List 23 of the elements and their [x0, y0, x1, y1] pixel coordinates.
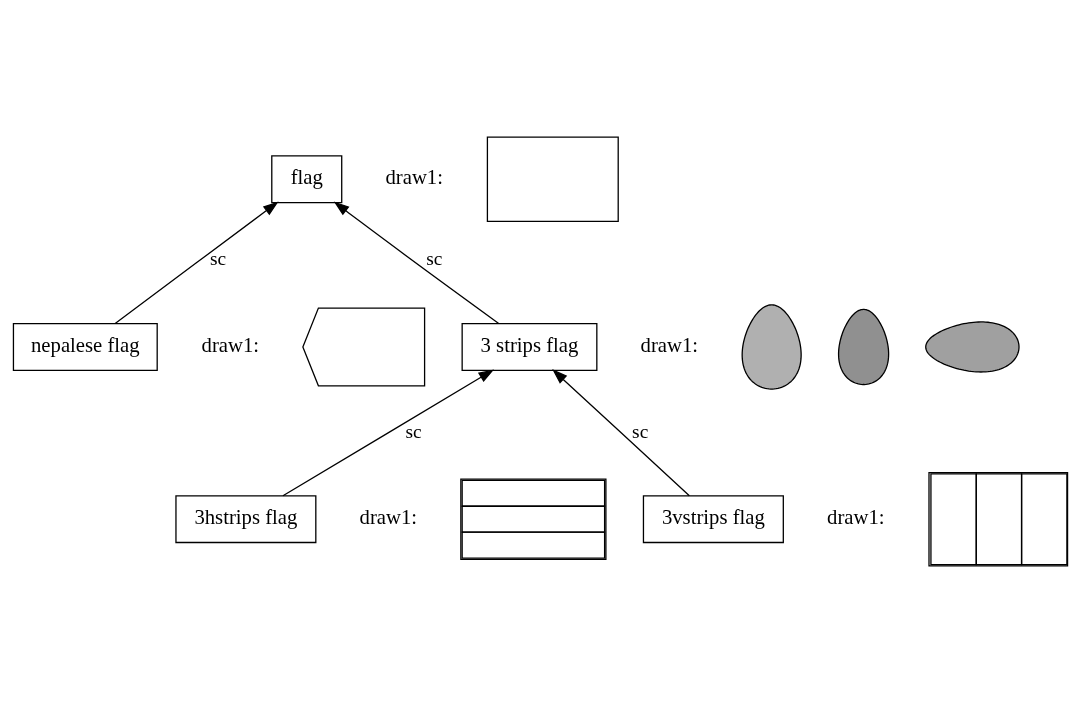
- node-blob: [925, 320, 1020, 373]
- arrow: [114, 201, 279, 324]
- node-box: nepalese flag: [12, 322, 158, 371]
- node-blob: [837, 308, 890, 385]
- edge-label: sc: [209, 247, 227, 269]
- node-box: 3vstrips flag: [642, 494, 784, 543]
- node-box: 3hstrips flag: [175, 494, 317, 543]
- node-flag: [302, 306, 426, 386]
- label: draw1:: [201, 333, 260, 356]
- label: draw1:: [640, 333, 699, 356]
- arrow: [552, 368, 690, 496]
- label: draw1:: [827, 505, 885, 528]
- label: draw1:: [385, 165, 443, 188]
- edge-label: sc: [426, 247, 443, 269]
- node-box: 3 strips flag: [461, 322, 598, 371]
- edge-label: sc: [632, 420, 649, 442]
- node-box: [486, 136, 619, 222]
- node-blob: [741, 303, 802, 390]
- label: draw1:: [359, 505, 418, 528]
- arrow: [282, 368, 495, 496]
- node-box: flag: [271, 154, 343, 203]
- edge-label: sc: [405, 420, 422, 442]
- arrow: [333, 201, 500, 324]
